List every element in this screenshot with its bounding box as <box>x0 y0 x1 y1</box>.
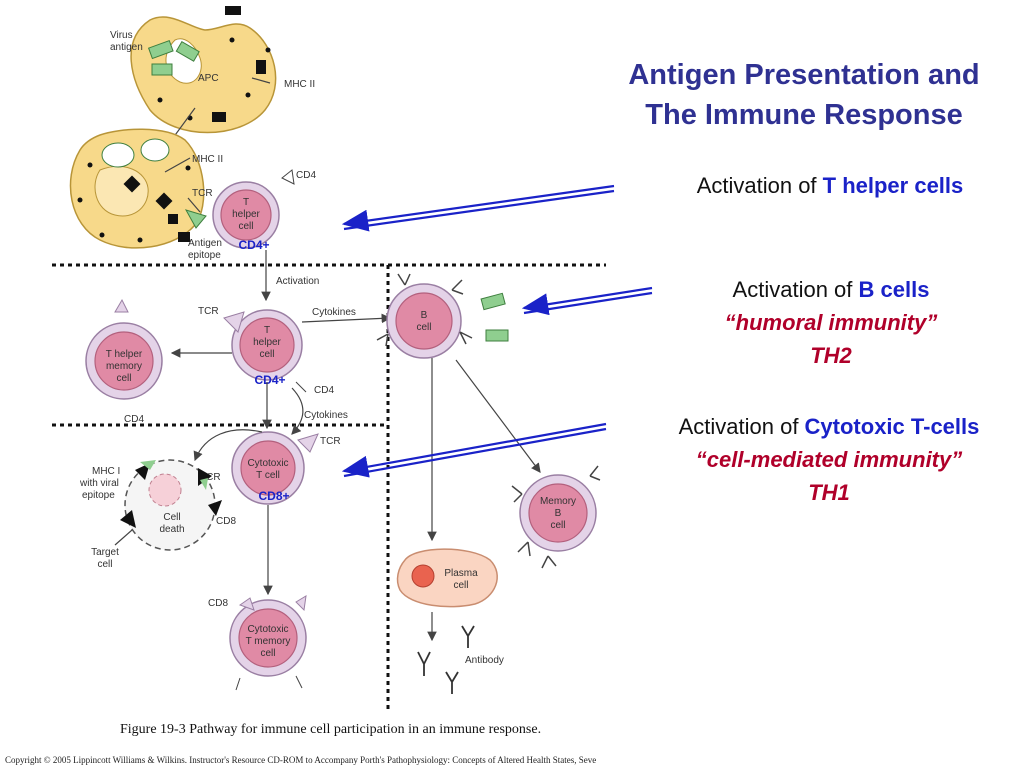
tcr-top-label: TCR <box>192 188 213 199</box>
cytokines-label-1: Cytokines <box>312 307 356 318</box>
cd4-plus-label-1: CD4+ <box>238 238 269 252</box>
cytokines-to-b-arrow <box>301 313 392 324</box>
tcr-top-pointer <box>187 197 201 213</box>
virus-antigen-icons <box>147 39 200 76</box>
activation-cytotoxic: Activation of Cytotoxic T-cells <box>679 414 980 439</box>
cd8-bottom-label: CD8 <box>208 598 228 609</box>
cytotoxic-memory-cell <box>229 595 307 691</box>
cell-mediated-label: “cell-mediated immunity” <box>696 447 963 472</box>
cd4-top-label: CD4 <box>296 170 316 181</box>
cd8-plus-label: CD8+ <box>258 489 289 503</box>
th1-label: TH1 <box>808 480 850 505</box>
b-cell <box>376 273 473 359</box>
plasma-cell <box>396 548 498 608</box>
t-helper-memory-cell <box>85 298 163 400</box>
copyright-line: Copyright © 2005 Lippincott Williams & W… <box>5 755 596 765</box>
t-helper-cell-top <box>212 169 295 249</box>
b-to-memory-arrow <box>455 359 541 473</box>
figure-caption: Figure 19-3 Pathway for immune cell part… <box>120 722 541 737</box>
activation-label: Activation <box>276 276 319 287</box>
tcr-cytotoxic-top-label: TCR <box>320 436 341 447</box>
activation-b-cells: Activation of B cells <box>733 277 930 302</box>
cytotoxic-t-cell <box>231 431 319 505</box>
target-cell <box>120 459 222 551</box>
apc-label: APC <box>198 73 219 84</box>
b-cell-antigen-icons <box>480 292 509 342</box>
cd4-mid-label: CD4 <box>314 385 334 396</box>
mhc2-mid-pointer <box>164 157 191 173</box>
memory-b-cell <box>511 465 601 569</box>
cd8-left-label: CD8 <box>216 516 236 527</box>
apc-presenting-cell <box>69 128 207 249</box>
cd4-memory-label: CD4 <box>124 414 144 425</box>
humoral-immunity-label: “humoral immunity” <box>725 310 938 335</box>
mhc2-top-label: MHC II <box>284 79 315 90</box>
cytokines-label-2: Cytokines <box>304 410 348 421</box>
tcr-cytotoxic-left-label: TCR <box>200 472 221 483</box>
cytotoxic-to-target-arrow <box>193 429 263 462</box>
mhc2-top-pointer <box>251 77 271 84</box>
section-dividers <box>52 263 606 712</box>
t-helper-cell-mid <box>223 309 307 393</box>
antibody-label: Antibody <box>465 655 504 666</box>
antibody-icons <box>417 625 475 694</box>
mhc2-mid-label: MHC II <box>192 154 223 165</box>
cytokines-curve-arrow <box>291 387 304 435</box>
cd4-plus-label-2: CD4+ <box>254 373 285 387</box>
tcr-mid-label: TCR <box>198 306 219 317</box>
th2-label: TH2 <box>810 343 852 368</box>
blue-pointer-arrows <box>341 184 653 478</box>
activation-t-helper: Activation of T helper cells <box>697 173 964 198</box>
target-cell-pointer <box>114 529 133 546</box>
